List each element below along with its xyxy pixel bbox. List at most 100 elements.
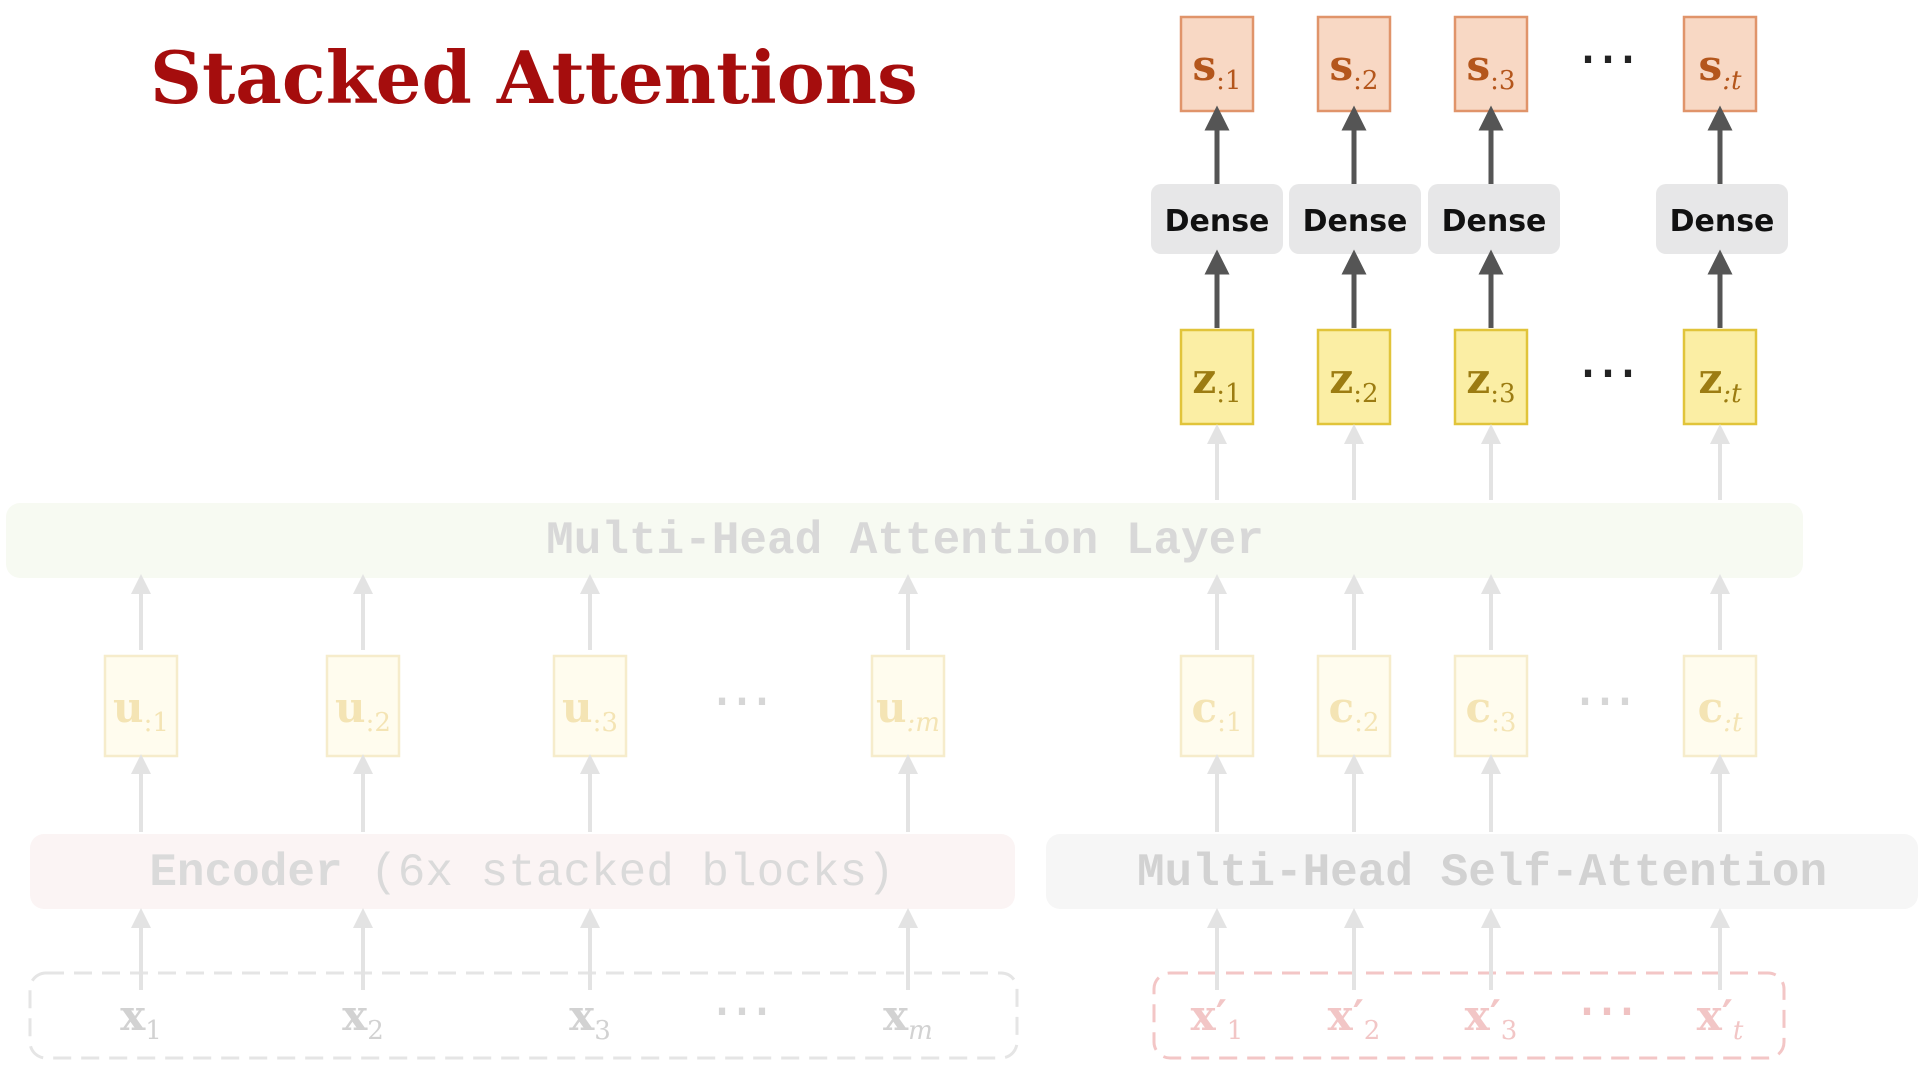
x-prime-token-letter: x′ <box>1191 991 1227 1040</box>
attention-layer-band <box>6 503 1803 578</box>
s-token: s:t <box>1699 41 1742 96</box>
z-token-letter: z <box>1466 354 1490 403</box>
c-token-subscript: :1 <box>1217 708 1242 738</box>
dense-label: Dense <box>1670 204 1775 239</box>
x-token: x1 <box>120 991 162 1046</box>
u-token-subscript: :1 <box>144 708 169 738</box>
s-token-letter: s <box>1193 41 1217 90</box>
s-token-subscript: :1 <box>1216 66 1241 96</box>
encoder-input-box <box>28 971 1019 1060</box>
z-token-letter: z <box>1192 354 1216 403</box>
self-attention-label: Multi-Head Self-Attention <box>1137 847 1827 899</box>
c-token: c:3 <box>1466 683 1517 738</box>
x-token-letter: x <box>342 991 368 1040</box>
u-token: u:1 <box>113 683 169 738</box>
c-token-box <box>1453 654 1529 758</box>
attention-layer-label: Multi-Head Attention Layer <box>546 515 1264 567</box>
s-token: s:2 <box>1330 41 1379 96</box>
x-prime-token-letter: x′ <box>1328 991 1364 1040</box>
u-token: u:2 <box>335 683 391 738</box>
encoder-label-rest: (6x stacked blocks) <box>343 847 895 899</box>
s-token-box <box>1316 15 1392 113</box>
x-token-letter: x <box>569 991 595 1040</box>
x-prime-token-subscript: t <box>1733 1016 1744 1046</box>
z-token: z:1 <box>1192 354 1241 409</box>
z-ellipsis: ⋯ <box>1578 337 1638 407</box>
z-token: z:2 <box>1329 354 1378 409</box>
s-token-letter: s <box>1699 41 1723 90</box>
encoder-label: Encoder (6x stacked blocks) <box>149 847 894 899</box>
dense-box <box>1289 184 1421 254</box>
c-token-box <box>1316 654 1392 758</box>
z-token-subscript: :2 <box>1353 379 1378 409</box>
x-token-subscript: 2 <box>367 1016 384 1046</box>
u-token: u:3 <box>562 683 618 738</box>
x-prime-token-subscript: 3 <box>1501 1016 1518 1046</box>
s-token: s:3 <box>1467 41 1516 96</box>
x-prime-token: x′2 <box>1328 991 1381 1046</box>
s-token: s:1 <box>1193 41 1242 96</box>
x-prime-ellipsis: ⋯ <box>1577 975 1637 1045</box>
z-token-subscript: :1 <box>1216 379 1241 409</box>
x-token-subscript: m <box>908 1016 933 1046</box>
z-token-letter: z <box>1329 354 1353 403</box>
c-ellipsis: ⋯ <box>1575 665 1635 735</box>
x-prime-token: x′1 <box>1191 991 1244 1046</box>
s-ellipsis: ⋯ <box>1578 23 1638 93</box>
x-token: xm <box>883 991 933 1046</box>
c-token-letter: c <box>1192 683 1218 732</box>
u-token-subscript: :2 <box>366 708 391 738</box>
diagram-title: Stacked Attentions <box>150 35 918 120</box>
u-ellipsis: ⋯ <box>712 665 772 735</box>
c-token-subscript: :t <box>1723 708 1743 738</box>
c-token-letter: c <box>1466 683 1492 732</box>
encoder-band <box>30 834 1015 909</box>
u-token-letter: u <box>335 683 366 732</box>
decoder-input-box <box>1152 971 1786 1060</box>
s-token-subscript: :3 <box>1490 66 1515 96</box>
z-token-box <box>1179 328 1255 426</box>
u-token-box <box>870 654 946 758</box>
x-prime-token-letter: x′ <box>1697 991 1733 1040</box>
c-token-subscript: :3 <box>1491 708 1516 738</box>
z-token: z:3 <box>1466 354 1515 409</box>
s-token-subscript: :2 <box>1353 66 1378 96</box>
dense-label: Dense <box>1303 204 1408 239</box>
dense-box <box>1428 184 1560 254</box>
x-token-subscript: 3 <box>594 1016 611 1046</box>
x-ellipsis: ⋯ <box>712 975 772 1045</box>
dense-label: Dense <box>1165 204 1270 239</box>
z-token-letter: z <box>1698 354 1722 403</box>
s-token-letter: s <box>1330 41 1354 90</box>
u-token-box <box>325 654 401 758</box>
x-token: x2 <box>342 991 384 1046</box>
c-token-subscript: :2 <box>1354 708 1379 738</box>
c-token: c:t <box>1698 683 1743 738</box>
c-token-letter: c <box>1698 683 1724 732</box>
s-token-box <box>1453 15 1529 113</box>
x-prime-token: x′3 <box>1465 991 1518 1046</box>
z-token-subscript: :3 <box>1490 379 1515 409</box>
c-token: c:2 <box>1329 683 1380 738</box>
c-token-letter: c <box>1329 683 1355 732</box>
z-token-box <box>1316 328 1392 426</box>
x-token-letter: x <box>120 991 146 1040</box>
s-token-box <box>1682 15 1758 113</box>
u-token-letter: u <box>876 683 907 732</box>
z-token-subscript: :t <box>1722 379 1742 409</box>
dense-box <box>1656 184 1788 254</box>
self-attention-band <box>1046 834 1918 909</box>
x-token-letter: x <box>883 991 909 1040</box>
s-token-subscript: :t <box>1722 66 1742 96</box>
u-token-letter: u <box>562 683 593 732</box>
u-token-subscript: :3 <box>593 708 618 738</box>
dense-label: Dense <box>1442 204 1547 239</box>
x-prime-token-subscript: 2 <box>1364 1016 1381 1046</box>
z-token-box <box>1682 328 1758 426</box>
u-token-subscript: :m <box>907 708 940 738</box>
u-token-letter: u <box>113 683 144 732</box>
x-prime-token-letter: x′ <box>1465 991 1501 1040</box>
s-token-letter: s <box>1467 41 1491 90</box>
encoder-label-bold: Encoder <box>149 847 342 899</box>
